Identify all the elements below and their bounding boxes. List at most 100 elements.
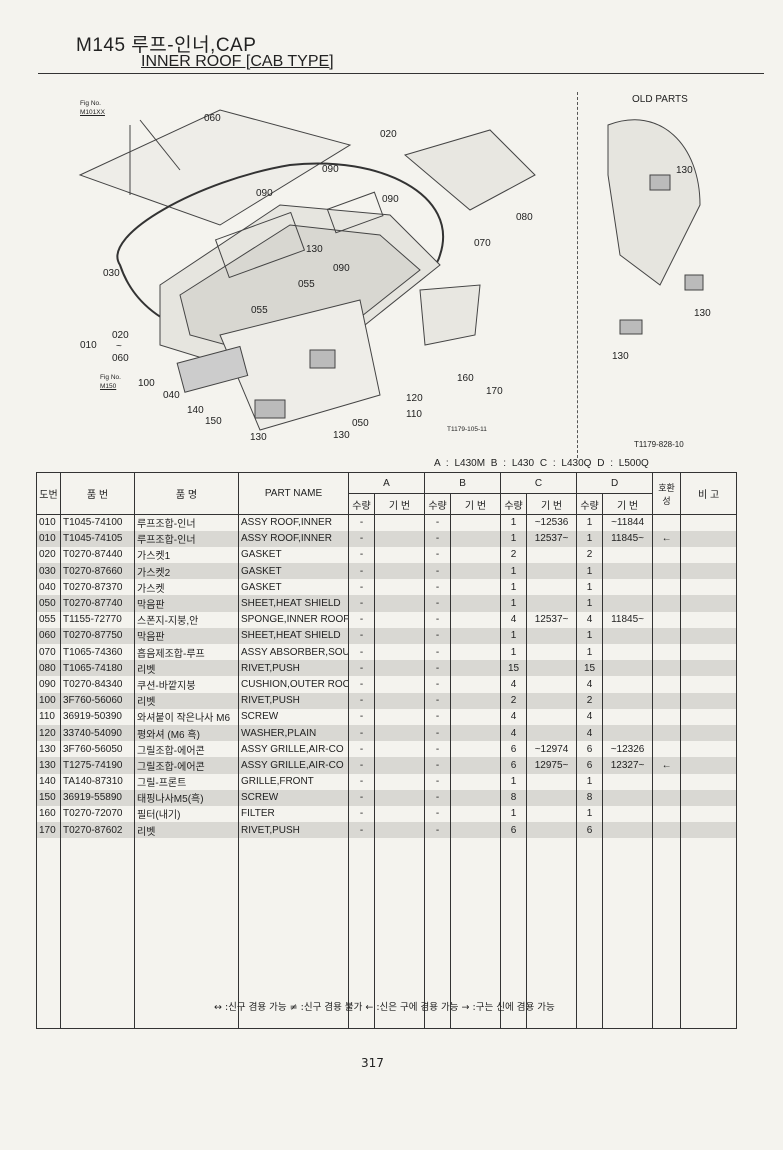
cell-a-serial — [373, 805, 426, 823]
cell-a-serial — [373, 660, 426, 677]
empty-cell — [238, 838, 349, 1030]
cell-part-name: WASHER,PLAIN — [238, 724, 349, 742]
cell-name-ko: 막음판 — [134, 595, 239, 612]
cell-compat — [652, 514, 682, 531]
page-subtitle: INNER ROOF [CAB TYPE] — [141, 53, 334, 70]
cell-compat — [652, 660, 682, 677]
cell-b-qty: - — [424, 724, 452, 742]
cell-a-qty: - — [348, 595, 375, 612]
cell-compat — [652, 611, 682, 628]
fig-ref-label: Fig No. — [100, 374, 121, 381]
cell-c-qty: 4 — [500, 611, 528, 628]
callout-label: 060 — [204, 113, 221, 124]
cell-c-qty: 1 — [500, 805, 528, 823]
cell-d-qty: 15 — [576, 660, 604, 677]
cell-b-serial — [450, 595, 502, 612]
cell-part-name: ASSY ROOF,INNER — [238, 514, 349, 531]
cell-compat — [652, 773, 682, 790]
cell-ref-no: 100 — [36, 692, 61, 709]
cell-ref-no: 055 — [36, 611, 61, 628]
cell-a-qty: - — [348, 644, 375, 661]
cell-remarks — [680, 644, 738, 661]
cell-d-serial — [602, 627, 654, 644]
cell-a-qty: - — [348, 627, 375, 644]
model-key: A : L430M B : L430 C : L430Q D : L500Q — [434, 458, 649, 469]
cell-a-qty: - — [348, 530, 375, 547]
cell-b-qty: - — [424, 563, 452, 580]
cell-part-name: GASKET — [238, 563, 349, 580]
cell-a-serial — [373, 708, 426, 725]
col-part-name: PART NAME — [238, 472, 349, 515]
cell-remarks — [680, 708, 738, 725]
cell-c-serial — [526, 708, 578, 725]
col-serial: 기 번 — [373, 493, 426, 515]
fig-ref-link[interactable]: M101XX — [80, 109, 105, 116]
cell-remarks — [680, 724, 738, 742]
cell-c-serial — [526, 627, 578, 644]
cell-a-serial — [373, 724, 426, 742]
cell-compat — [652, 708, 682, 725]
cell-c-serial — [526, 546, 578, 564]
cell-d-qty: 6 — [576, 822, 604, 839]
cell-part-no: 3F760-56050 — [60, 741, 135, 758]
col-model-c: C — [500, 472, 578, 494]
cell-a-qty: - — [348, 773, 375, 790]
callout-label: 120 — [406, 393, 423, 404]
cell-a-serial — [373, 627, 426, 644]
callout-label: 110 — [406, 409, 422, 420]
cell-c-qty: 4 — [500, 708, 528, 725]
cell-a-qty: - — [348, 514, 375, 531]
cell-a-serial — [373, 579, 426, 596]
callout-label: 130 — [333, 430, 350, 441]
cell-name-ko: 흡음제조합-루프 — [134, 644, 239, 661]
cell-d-serial — [602, 644, 654, 661]
cell-d-serial — [602, 660, 654, 677]
cell-d-qty: 2 — [576, 546, 604, 564]
cell-c-serial — [526, 692, 578, 709]
cell-compat — [652, 676, 682, 693]
parts-table: 도번 품 번 품 명 PART NAME A B C D 호환성 비 고 수량 … — [36, 472, 738, 1030]
cell-d-serial — [602, 822, 654, 839]
cell-b-qty: - — [424, 579, 452, 596]
cell-c-serial — [526, 660, 578, 677]
cell-d-qty: 6 — [576, 757, 604, 774]
callout-label: 170 — [486, 386, 503, 397]
cell-compat — [652, 595, 682, 612]
cell-name-ko: 가스켓1 — [134, 546, 239, 564]
cell-c-serial — [526, 773, 578, 790]
cell-a-serial — [373, 563, 426, 580]
cell-a-qty: - — [348, 676, 375, 693]
cell-b-qty: - — [424, 789, 452, 806]
cell-ref-no: 060 — [36, 627, 61, 644]
col-part-no: 품 번 — [60, 472, 135, 515]
cell-remarks — [680, 773, 738, 790]
cell-compat — [652, 563, 682, 580]
cell-a-qty: - — [348, 660, 375, 677]
cell-b-serial — [450, 692, 502, 709]
cell-b-serial — [450, 611, 502, 628]
cell-c-qty: 1 — [500, 563, 528, 580]
cell-b-serial — [450, 805, 502, 823]
cell-part-name: SPONGE,INNER ROOF — [238, 611, 349, 628]
cell-c-qty: 15 — [500, 660, 528, 677]
col-model-b: B — [424, 472, 502, 494]
cell-b-serial — [450, 660, 502, 677]
cell-c-serial: 12975~ — [526, 757, 578, 774]
cell-part-no: 36919-55890 — [60, 789, 135, 806]
callout-label: 020 — [380, 129, 397, 140]
col-serial: 기 번 — [602, 493, 654, 515]
cell-part-no: T0270-87602 — [60, 822, 135, 839]
cell-d-serial — [602, 789, 654, 806]
cell-compat: ← — [652, 530, 682, 547]
cell-part-no: T0270-87740 — [60, 595, 135, 612]
fig-ref-link[interactable]: M150 — [100, 383, 117, 390]
cell-d-qty: 1 — [576, 805, 604, 823]
page-number: 317 — [361, 1056, 384, 1070]
illustration-code: T1179-828-10 — [634, 440, 684, 449]
cell-d-serial — [602, 773, 654, 790]
